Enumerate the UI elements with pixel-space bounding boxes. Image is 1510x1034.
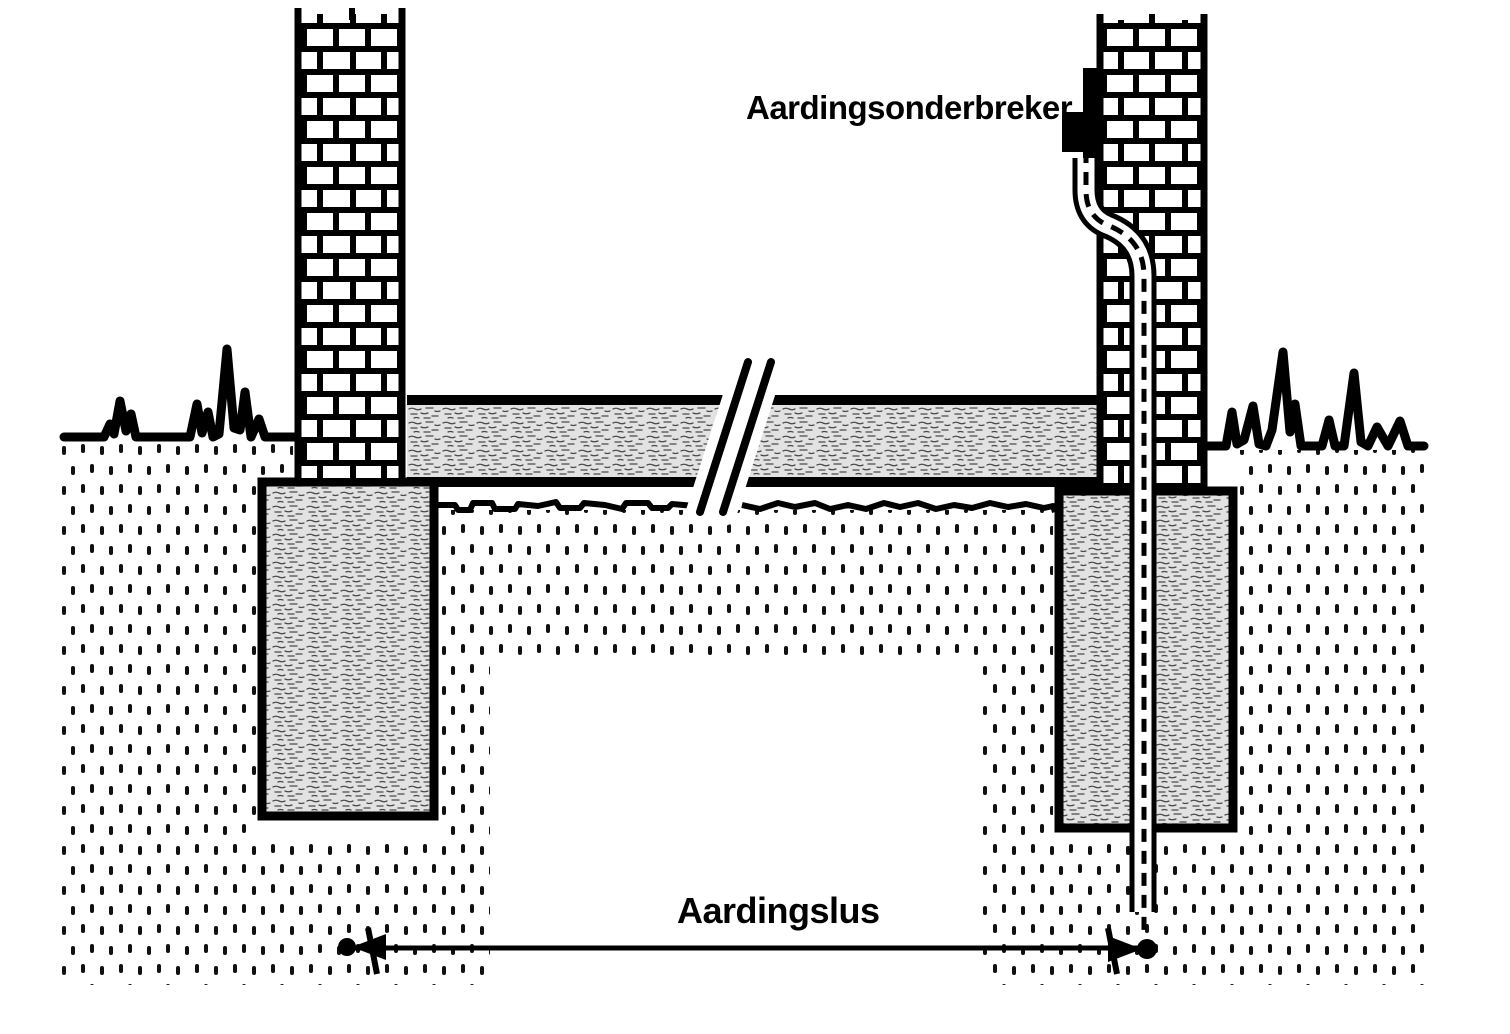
left-wall xyxy=(294,8,406,478)
earth-cable-dashed xyxy=(1083,150,1147,938)
grounding-interrupter-device xyxy=(1062,68,1097,158)
grass-right xyxy=(1200,347,1429,451)
left-footing xyxy=(257,477,439,821)
break-mark xyxy=(686,348,785,526)
label-aardingsonderbreker: Aardingsonderbreker xyxy=(746,89,1073,126)
loop-dimension-arrow xyxy=(338,927,1157,975)
soil-ground xyxy=(57,443,1427,985)
loop-end-node-left xyxy=(338,938,356,956)
grass-left xyxy=(59,344,300,442)
label-aardingslus: Aardingslus xyxy=(677,890,880,931)
ground-loop-conductor-line xyxy=(438,499,1058,513)
earth-conduit xyxy=(1072,150,1157,938)
loop-end-node-right xyxy=(1137,939,1157,959)
